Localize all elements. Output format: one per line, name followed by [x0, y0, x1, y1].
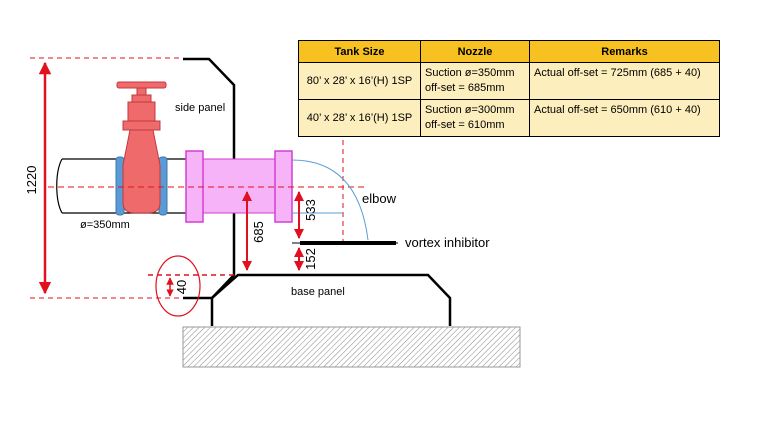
base-panel-label: base panel — [291, 286, 345, 298]
spec-table: Tank Size Nozzle Remarks 80’ x 28’ x 16’… — [298, 40, 720, 137]
dim-1220-label: 1220 — [24, 166, 39, 195]
gate-valve-icon — [116, 81, 167, 214]
table-row: 40’ x 28’ x 16’(H) 1SP Suction ø=300mm o… — [298, 99, 720, 137]
cell-remarks: Actual off-set = 725mm (685 + 40) — [529, 62, 720, 100]
dim-533-label: 533 — [303, 199, 318, 221]
cell-nozzle-line1: Suction ø=350mm — [425, 67, 515, 79]
pipe-end-curve — [56, 158, 63, 214]
cell-nozzle: Suction ø=300mm off-set = 610mm — [420, 99, 530, 137]
vortex-inhibitor-label: vortex inhibitor — [405, 235, 490, 250]
cell-nozzle: Suction ø=350mm off-set = 685mm — [420, 62, 530, 100]
cell-tank-size: 80’ x 28’ x 16’(H) 1SP — [298, 62, 421, 100]
cell-tank-size: 40’ x 28’ x 16’(H) 1SP — [298, 99, 421, 137]
dim-40-highlight-ellipse — [155, 255, 201, 317]
cell-remarks: Actual off-set = 650mm (610 + 40) — [529, 99, 720, 137]
header-remarks: Remarks — [529, 40, 720, 63]
pipe-diameter-label: ø=350mm — [80, 219, 130, 231]
spec-table-header-row: Tank Size Nozzle Remarks — [298, 40, 720, 63]
header-nozzle: Nozzle — [420, 40, 530, 63]
cell-nozzle-line2: off-set = 610mm — [425, 119, 505, 131]
dim-685-label: 685 — [251, 221, 266, 243]
elbow-label: elbow — [362, 191, 397, 206]
header-tank-size: Tank Size — [298, 40, 421, 63]
base-panel-outline — [210, 273, 452, 326]
foundation-hatch — [182, 326, 521, 368]
nozzle-body — [202, 158, 276, 214]
elbow-arc — [291, 159, 369, 241]
cell-nozzle-line2: off-set = 685mm — [425, 82, 505, 94]
table-row: 80’ x 28’ x 16’(H) 1SP Suction ø=350mm o… — [298, 62, 720, 100]
cell-nozzle-line1: Suction ø=300mm — [425, 104, 515, 116]
dim-152-label: 152 — [303, 248, 318, 270]
dim-40-label: 40 — [174, 280, 189, 294]
side-panel-label: side panel — [175, 102, 225, 114]
